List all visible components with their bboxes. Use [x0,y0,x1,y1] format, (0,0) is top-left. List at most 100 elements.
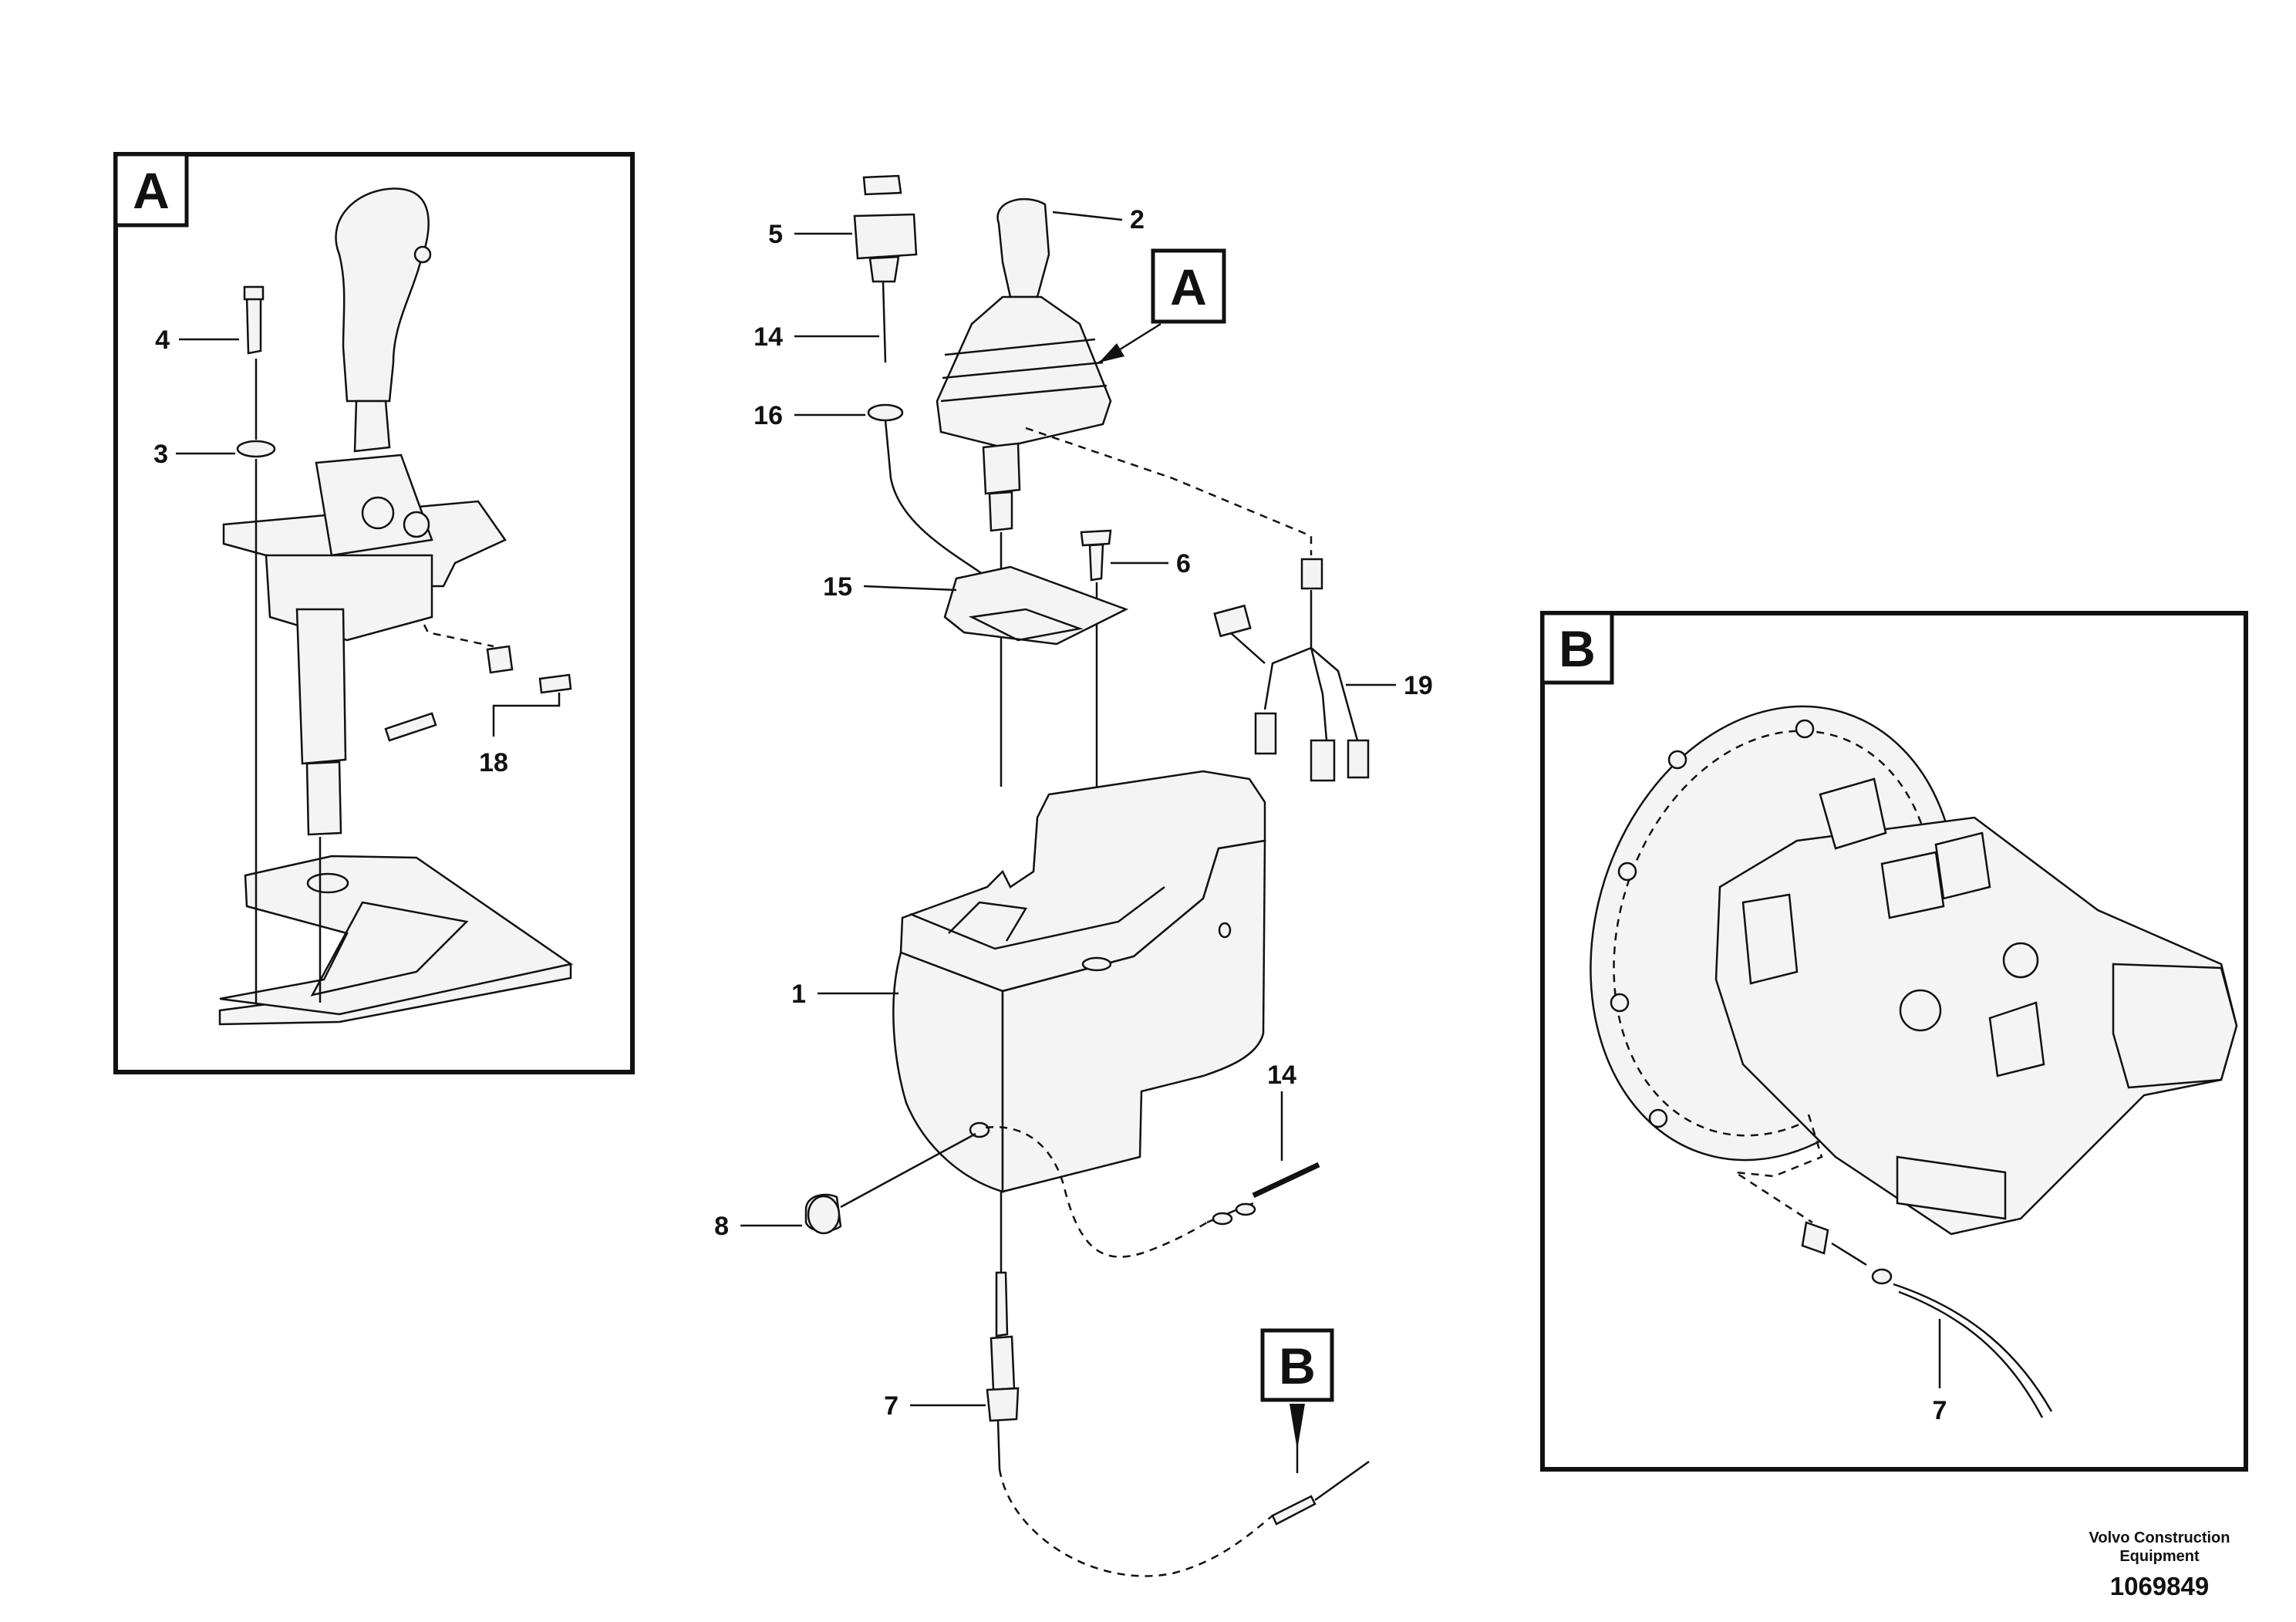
drawing-number: 1069849 [2110,1572,2209,1600]
pump-cylinder [1988,1001,2045,1077]
detail-a-handle-neck [353,400,391,453]
callout-6: 6 [1176,549,1191,578]
detail-b-cable-rod [1831,1242,1867,1266]
detail-a-frame [113,152,635,1074]
knob-8-axis [840,1132,976,1209]
cable-14-lower-dashed [985,1126,1208,1258]
detail-a-housing [265,554,433,642]
harness-19-connector-a [1254,712,1277,755]
console-1-boss [1081,956,1112,972]
detail-b-cable-washer [1871,1268,1893,1285]
pointer-a-arrowhead [1099,343,1124,363]
pointer-a-box [1151,248,1226,324]
cable-7-end-fitting [1271,1495,1317,1526]
harness-19-connector-top [1300,558,1323,590]
detail-a-bolt-4-head [243,285,265,301]
harness-19-connector-left [1213,604,1252,638]
harness-19-connector-c [1347,739,1370,779]
detail-a-label: A [133,162,170,219]
brand-line-1: Volvo Construction [2089,1529,2230,1546]
pump-solenoid-3 [1934,831,1991,900]
detail-a-shaft-tube [295,608,347,765]
detail-b-cable-dashed [1735,1114,1823,1224]
pointer-b-box [1260,1328,1334,1402]
console-1-side [1001,839,1266,1193]
console-1-tray [909,886,1165,950]
callout-5: 5 [768,220,783,249]
plate-15 [943,565,1129,646]
leader-2 [1052,211,1123,221]
detail-b-label: B [1559,620,1596,677]
pump-port-2 [2002,942,2039,979]
joystick-body [982,442,1021,495]
main-assembly: A 2 5 14 16 6 15 [714,174,1433,1577]
cable-14 [882,281,887,363]
plate-15-opening [968,608,1084,642]
pump-solenoid-1 [1819,777,1887,850]
pump-port [1899,989,1942,1032]
pump-motor [2112,963,2238,1089]
callout-14-bottom: 14 [1267,1061,1296,1090]
pump-housing [1714,816,2238,1236]
title-block: Volvo Construction Equipment 1069849 [2089,1529,2230,1600]
detail-b-frame [1540,611,2248,1472]
cable-7-sleeve [990,1335,1016,1391]
ring-16 [867,403,904,422]
screw-6-shank [1088,543,1104,582]
callout-14-top: 14 [754,322,783,352]
pump-valve-block [1741,893,1799,985]
pointer-b-label: B [1279,1337,1316,1394]
console-1-hole [1218,922,1232,939]
pump-solenoid-2 [1880,851,1945,919]
detail-b-label-box [1540,611,1614,685]
detail-a-washer-3 [236,440,276,458]
cable-14-lower-sleeve [1252,1162,1320,1199]
detail-a-leader-18-dashed [423,624,494,648]
flange-bolt-4 [1648,1108,1668,1128]
callout-3: 3 [153,440,168,469]
flange-bolt-5 [1795,719,1815,739]
pointer-b-arrowhead [1290,1404,1305,1450]
callout-18: 18 [479,748,508,777]
detail-a-base-plate [219,855,574,1016]
joystick-shaft [988,491,1013,532]
callout-4: 4 [155,325,170,355]
detail-a-label-box [113,152,189,228]
detail-a-handle-button [413,245,432,264]
cable-7-end-rod [1314,1460,1370,1502]
cable-7-nut [986,1387,1020,1422]
detail-a-plate-cutout [310,901,469,996]
callout-16: 16 [754,401,783,430]
console-1-well [948,901,1028,942]
switch-5-body [853,213,918,260]
pump-bracket [1896,1155,2007,1220]
detail-a-bolt-4 [245,295,262,355]
flange-bolt-3 [1610,993,1630,1013]
switch-5-cap [862,174,902,196]
callout-7-main: 7 [884,1391,899,1421]
detail-a-panel: A 4 3 18 [113,152,635,1074]
flange-bolt-2 [1617,862,1637,882]
cable-7-dashed-route [998,1469,1273,1577]
detail-b-panel: B 7 [1540,611,2248,1472]
callout-8: 8 [714,1212,729,1241]
pointer-a-label: A [1170,258,1207,315]
cable-7-tail [996,1420,1001,1470]
detail-a-shaft-end [305,760,342,836]
cable-14-terminal-b [1235,1202,1256,1216]
harness-19-dashed [1025,427,1313,555]
switch-5-base [868,255,900,283]
detail-a-plate-hole [306,872,349,894]
detail-b-cable [1893,1283,2053,1412]
detail-a-joystick-handle [335,187,430,403]
callout-19: 19 [1404,671,1433,700]
callout-2: 2 [1130,205,1145,234]
detail-a-screw-18 [538,673,572,694]
detail-a-pivot-2 [403,511,430,538]
callout-7-detail: 7 [1933,1396,1947,1425]
console-1-front [892,951,1004,1193]
joystick-boot [936,295,1112,449]
brand-line-2: Equipment [2119,1548,2200,1565]
detail-a-pivot [361,496,395,530]
